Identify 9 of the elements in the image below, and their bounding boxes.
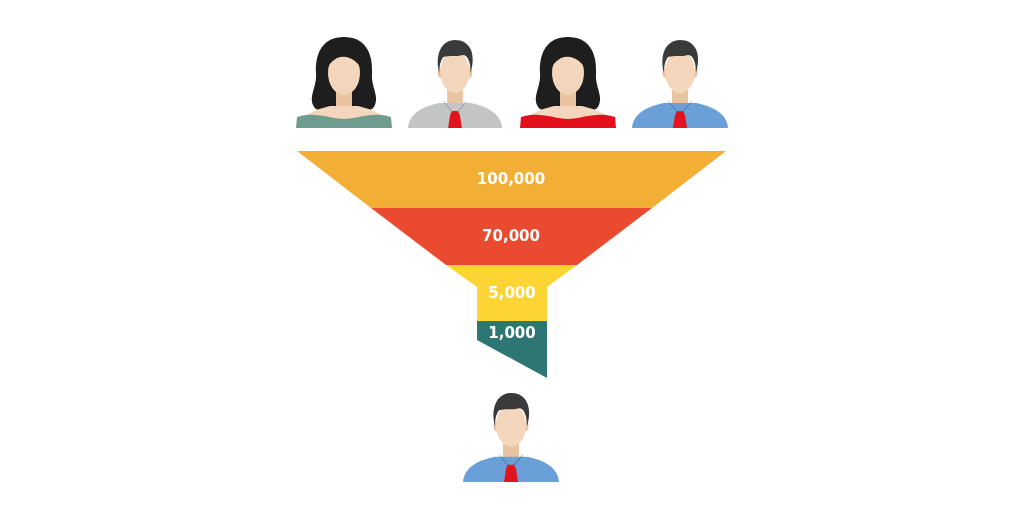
band-value: 1,000 (488, 324, 536, 342)
funnel-band (477, 321, 547, 378)
band-value: 100,000 (476, 170, 546, 188)
band-value: 70,000 (482, 227, 540, 245)
woman-avatar (296, 35, 392, 128)
funnel-band (371, 208, 652, 265)
band-value: 5,000 (488, 284, 536, 302)
woman-avatar (520, 35, 616, 128)
funnel-band (297, 151, 726, 208)
